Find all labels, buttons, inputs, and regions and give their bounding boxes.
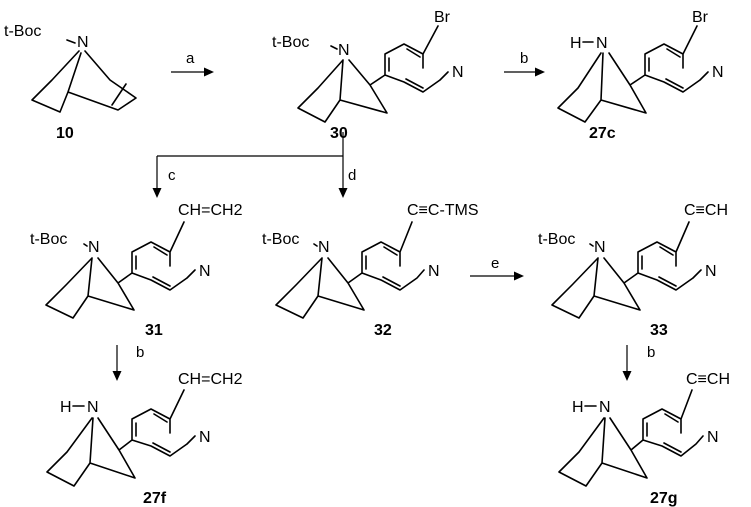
branch-arrows: c d <box>152 132 356 198</box>
arrow-b-3: b <box>622 344 655 381</box>
reagent-label-c: c <box>168 167 176 184</box>
bonds-27g <box>558 389 704 487</box>
compound-33: t-Boc N C≡CH N 33 <box>538 202 728 339</box>
reagent-label-b-3: b <box>647 344 655 361</box>
compound-label-27c: 27c <box>589 125 616 142</box>
reagent-label-b: b <box>520 50 528 67</box>
hydrogen-atom-27f: H <box>60 399 72 416</box>
compound-label-31: 31 <box>145 322 163 339</box>
pyridine-n-33: N <box>705 263 717 280</box>
bonds-32 <box>275 221 425 319</box>
compound-label-10: 10 <box>56 125 74 142</box>
pyridine-n-31: N <box>199 263 211 280</box>
nitrogen-atom-33: N <box>594 239 606 256</box>
nitrogen-atom-30: N <box>338 42 350 59</box>
boc-group-31: t-Boc <box>30 231 67 248</box>
bonds-27c <box>557 25 709 123</box>
hydrogen-atom-27g: H <box>572 399 584 416</box>
reagent-label-b-2: b <box>136 344 144 361</box>
compound-label-32: 32 <box>374 322 392 339</box>
reagent-label-e: e <box>491 255 499 272</box>
compound-label-27g: 27g <box>650 490 678 507</box>
compound-32: t-Boc N C≡C-TMS N 32 <box>262 202 479 339</box>
bonds-27f <box>46 389 196 487</box>
compound-30: t-Boc N Br N 30 <box>272 9 464 142</box>
pyridine-n-32: N <box>428 263 440 280</box>
arrow-b-1: b <box>504 50 545 77</box>
compound-27f: H N CH=CH2 N 27f <box>46 371 243 507</box>
reagent-label-a: a <box>186 50 195 67</box>
nitrogen-atom-27f: N <box>87 399 99 416</box>
pyridine-n-27c: N <box>712 64 724 81</box>
arrow-a: a <box>171 50 214 77</box>
nitrogen-atom-27c: N <box>596 35 608 52</box>
bonds-30 <box>297 25 449 123</box>
vinyl-group-31: CH=CH2 <box>178 202 243 219</box>
bromine-atom-27c: Br <box>692 9 709 26</box>
bonds-31 <box>45 221 196 319</box>
pyridine-n-27g: N <box>707 429 719 446</box>
compound-27g: H N C≡CH N 27g <box>558 371 730 507</box>
boc-group-32: t-Boc <box>262 231 299 248</box>
reagent-label-d: d <box>348 167 356 184</box>
nitrogen-atom-31: N <box>88 239 100 256</box>
tms-alkyne-group-32: C≡C-TMS <box>407 202 479 219</box>
hydrogen-atom-27c: H <box>570 35 582 52</box>
vinyl-group-27f: CH=CH2 <box>178 371 243 388</box>
compound-label-27f: 27f <box>143 490 167 507</box>
nitrogen-atom-32: N <box>318 239 330 256</box>
boc-group-10: t-Boc <box>4 23 41 40</box>
bromine-atom-30: Br <box>434 9 451 26</box>
nitrogen-atom-10: N <box>77 34 89 51</box>
compound-label-30: 30 <box>330 125 348 142</box>
compound-27c: H N Br N 27c <box>557 9 724 142</box>
boc-group-30: t-Boc <box>272 34 309 51</box>
alkyne-group-33: C≡CH <box>684 202 728 219</box>
alkyne-group-27g: C≡CH <box>686 371 730 388</box>
bonds-33 <box>551 221 702 319</box>
compound-31: t-Boc N CH=CH2 N 31 <box>30 202 243 339</box>
bonds-10 <box>31 39 137 113</box>
compound-label-33: 33 <box>650 322 668 339</box>
pyridine-n-30: N <box>452 64 464 81</box>
arrow-b-2: b <box>112 344 144 381</box>
compound-10: t-Boc N 10 <box>4 23 137 142</box>
nitrogen-atom-27g: N <box>599 399 611 416</box>
pyridine-n-27f: N <box>199 429 211 446</box>
boc-group-33: t-Boc <box>538 231 575 248</box>
arrow-e: e <box>470 255 524 281</box>
